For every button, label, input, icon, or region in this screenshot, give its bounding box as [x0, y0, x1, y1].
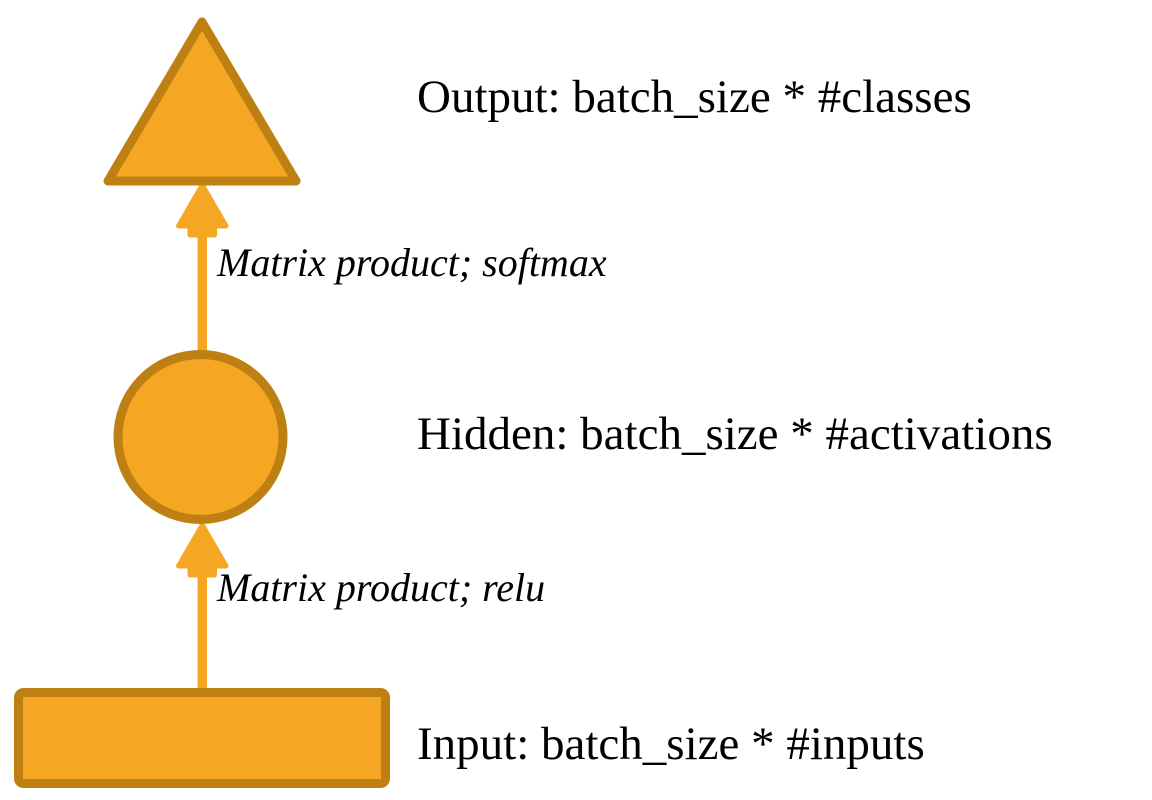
node-hidden-circle[interactable]: [113, 350, 288, 524]
arrow-shaft-input-to-hidden: [197, 560, 207, 690]
node-output-triangle[interactable]: [103, 17, 301, 186]
node-input-label: Input: batch_size * #inputs: [417, 718, 925, 770]
node-hidden-label: Hidden: batch_size * #activations: [417, 408, 1053, 460]
edge-hidden-to-output-arrow: [176, 182, 229, 352]
edge-hidden-to-output-label: Matrix product; softmax: [217, 240, 607, 285]
arrowhead-input-to-hidden: [176, 522, 229, 578]
node-input-rectangle[interactable]: [14, 688, 390, 788]
edge-input-to-hidden-label: Matrix product; relu: [217, 565, 546, 610]
edge-input-to-hidden-arrow: [176, 522, 229, 690]
node-output-label: Output: batch_size * #classes: [417, 71, 972, 123]
arrow-shaft-hidden-to-output: [197, 220, 207, 352]
arrowhead-hidden-to-output: [176, 182, 229, 238]
